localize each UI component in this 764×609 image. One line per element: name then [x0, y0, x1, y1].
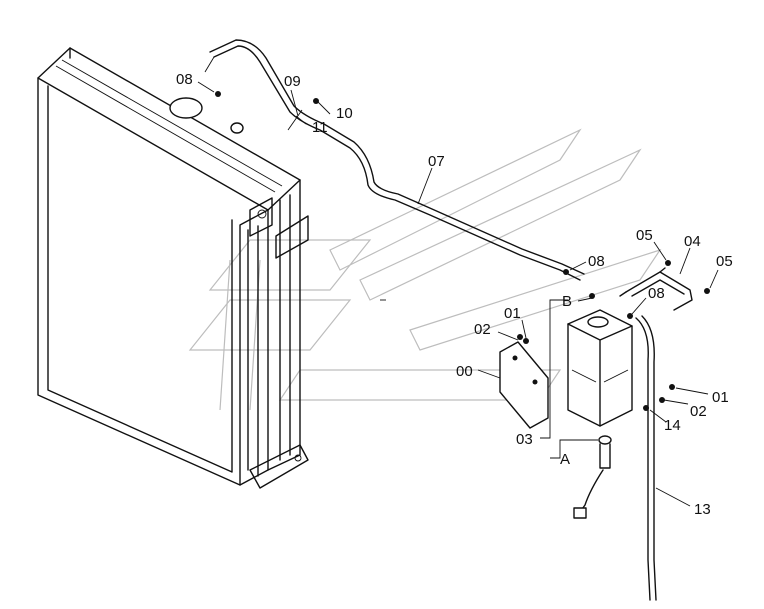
label-03: 03	[516, 431, 533, 448]
label-14: 14	[664, 417, 681, 434]
bolts	[215, 91, 710, 411]
label-02-right: 02	[690, 403, 707, 420]
label-01-right: 01	[712, 389, 729, 406]
reserve-tank	[567, 309, 633, 427]
label-08-tank: 08	[648, 285, 665, 302]
label-B: B	[562, 293, 572, 310]
label-01-left: 01	[504, 305, 521, 322]
label-08-hose: 08	[588, 253, 605, 270]
label-04: 04	[684, 233, 701, 250]
label-10: 10	[336, 105, 353, 122]
radiator	[37, 47, 309, 489]
level-sensor	[573, 435, 612, 519]
drain-hose	[635, 315, 657, 601]
overflow-hose	[204, 39, 585, 281]
label-13: 13	[694, 501, 711, 518]
label-07: 07	[428, 153, 445, 170]
label-A: A	[560, 451, 570, 468]
leader-lines	[197, 81, 719, 507]
label-09: 09	[284, 73, 301, 90]
label-02-left: 02	[474, 321, 491, 338]
mounting-plate	[499, 341, 549, 429]
label-08-top: 08	[176, 71, 193, 88]
part-labels: 08 09 10 11 07 05 04 05 08 08 B 01 02 00…	[176, 71, 733, 518]
label-05-right: 05	[716, 253, 733, 270]
bracket-04	[619, 267, 693, 311]
label-00: 00	[456, 363, 473, 380]
label-05-left: 05	[636, 227, 653, 244]
label-11: 11	[312, 119, 328, 136]
